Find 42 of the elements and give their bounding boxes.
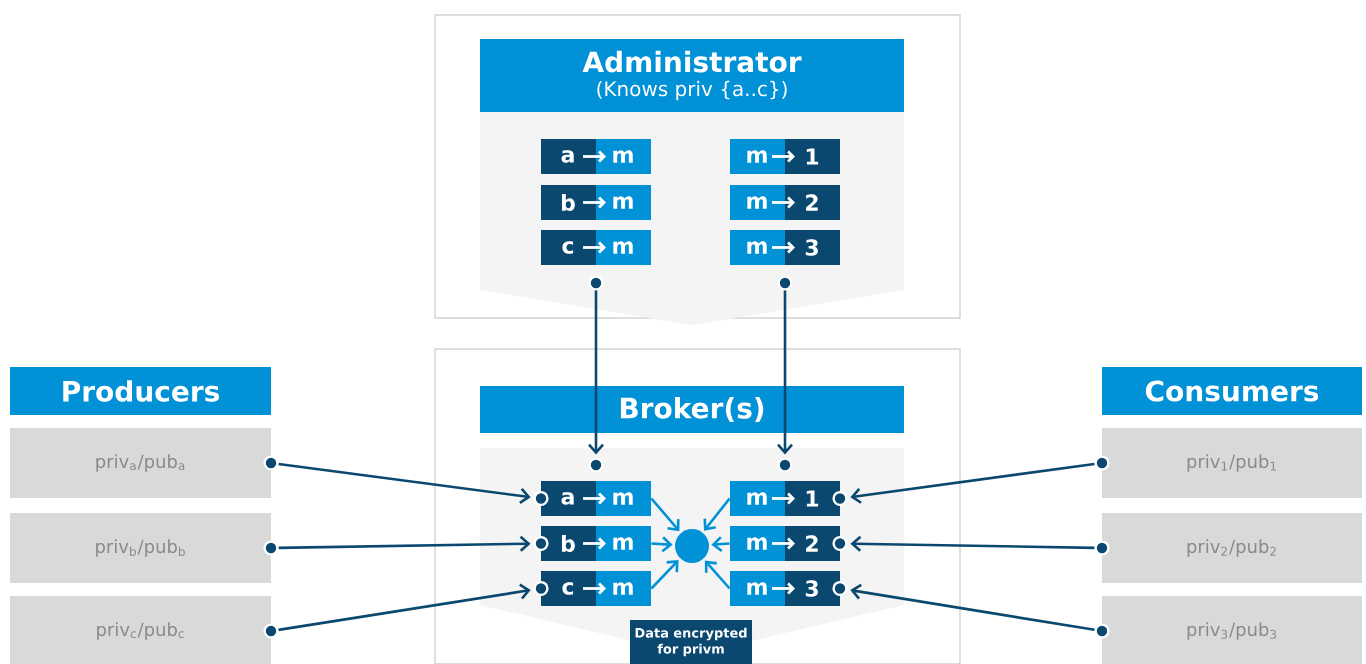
arrow xyxy=(650,497,680,532)
key-tile: b m xyxy=(541,185,651,220)
key-tile: m 2 xyxy=(730,526,840,561)
key-tile: b m xyxy=(541,526,651,561)
arrow xyxy=(651,536,673,553)
key-box: priv$_{c}$/pub$_{c}$ xyxy=(10,596,271,664)
node-label: m xyxy=(613,196,633,209)
arrow xyxy=(850,583,1095,632)
node-label: 1 xyxy=(806,148,819,165)
key-tile: a m xyxy=(541,139,651,174)
arrow xyxy=(850,535,1095,552)
arrow xyxy=(278,583,531,632)
arrow xyxy=(777,290,793,455)
key-tile: m 3 xyxy=(730,571,840,606)
arrow xyxy=(650,560,679,590)
note-tag: Data encrypted for privm xyxy=(630,620,752,664)
key-box: priv$_{b}$/pub$_{b}$ xyxy=(10,513,271,583)
header-bar: Producers xyxy=(10,367,271,415)
key-tile: m 1 xyxy=(730,481,840,516)
arrow xyxy=(704,560,731,590)
key-tile: m 1 xyxy=(730,139,840,174)
arrow xyxy=(850,462,1095,504)
key-tile: c m xyxy=(541,230,651,265)
key-tile: m 2 xyxy=(730,185,840,220)
key-box: priv$_{2}$/pub$_{2}$ xyxy=(1102,513,1362,583)
arrow xyxy=(703,497,731,531)
arrow xyxy=(278,462,531,504)
key-tile: m 3 xyxy=(730,230,840,265)
hub-circle xyxy=(675,529,709,563)
key-box: priv$_{a}$/pub$_{a}$ xyxy=(10,428,271,498)
arrow xyxy=(588,290,604,455)
key-box: priv$_{3}$/pub$_{3}$ xyxy=(1102,596,1362,664)
key-box: priv$_{1}$/pub$_{1}$ xyxy=(1102,428,1362,498)
node-label: m xyxy=(613,150,633,163)
header-bar: Broker(s) xyxy=(480,386,904,433)
arrow xyxy=(278,535,531,552)
node-label: 2 xyxy=(806,194,818,211)
arrow xyxy=(711,536,730,553)
key-tile: c m xyxy=(541,571,651,606)
header-bar: Administrator (Knows priv {a..c}) xyxy=(480,39,904,112)
header-bar: Consumers xyxy=(1102,367,1362,415)
key-tile: a m xyxy=(541,481,651,516)
